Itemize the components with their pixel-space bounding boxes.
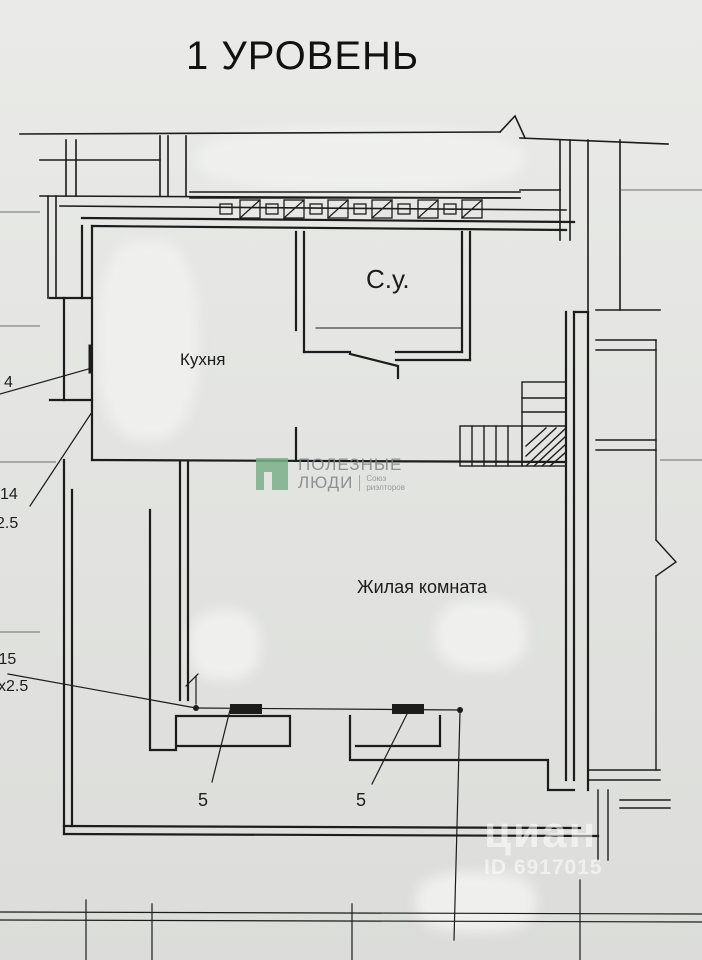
inner-walls — [48, 216, 600, 838]
watermark-line-2: ЛЮДИ — [298, 473, 354, 492]
dimension-note-14: 14 — [0, 486, 18, 503]
dimension-note-15: .15 — [0, 651, 17, 668]
dimension-note-x2-5: x2.5 — [0, 678, 29, 695]
room-label-living: Жилая комната — [357, 577, 488, 597]
radiator-note-right: 5 — [356, 790, 367, 810]
watermark-line-3: Союз риэлторов — [366, 474, 405, 492]
erased-area-left — [190, 610, 260, 680]
cian-watermark: циан — [484, 808, 598, 857]
vent-row — [219, 199, 483, 219]
leader-lines — [0, 344, 461, 941]
radiator-note-left: 5 — [198, 790, 209, 810]
erased-area-right — [436, 600, 526, 670]
house-logo-icon — [256, 458, 288, 490]
dimension-note-4: 4 — [4, 374, 13, 391]
watermark-line-1: ПОЛЕЗНЫЕ — [298, 455, 403, 474]
cian-id-watermark: ID 6917015 — [484, 856, 603, 879]
plan-title: 1 УРОВЕНЬ — [186, 34, 420, 78]
room-label-bathroom: С.у. — [366, 264, 410, 294]
agency-watermark: ПОЛЕЗНЫЕ ЛЮДИ Союз риэлторов — [256, 456, 410, 492]
bottom-grid-lines — [0, 879, 702, 960]
right-exterior — [587, 339, 678, 861]
radiators — [193, 704, 463, 714]
dimension-note-2-5: 2.5 — [0, 515, 19, 532]
room-label-kitchen: Кухня — [180, 350, 226, 369]
erased-area-top — [198, 128, 524, 190]
staircase — [459, 381, 567, 467]
erased-area-kitchen — [98, 240, 198, 440]
faint-lines — [0, 189, 702, 633]
